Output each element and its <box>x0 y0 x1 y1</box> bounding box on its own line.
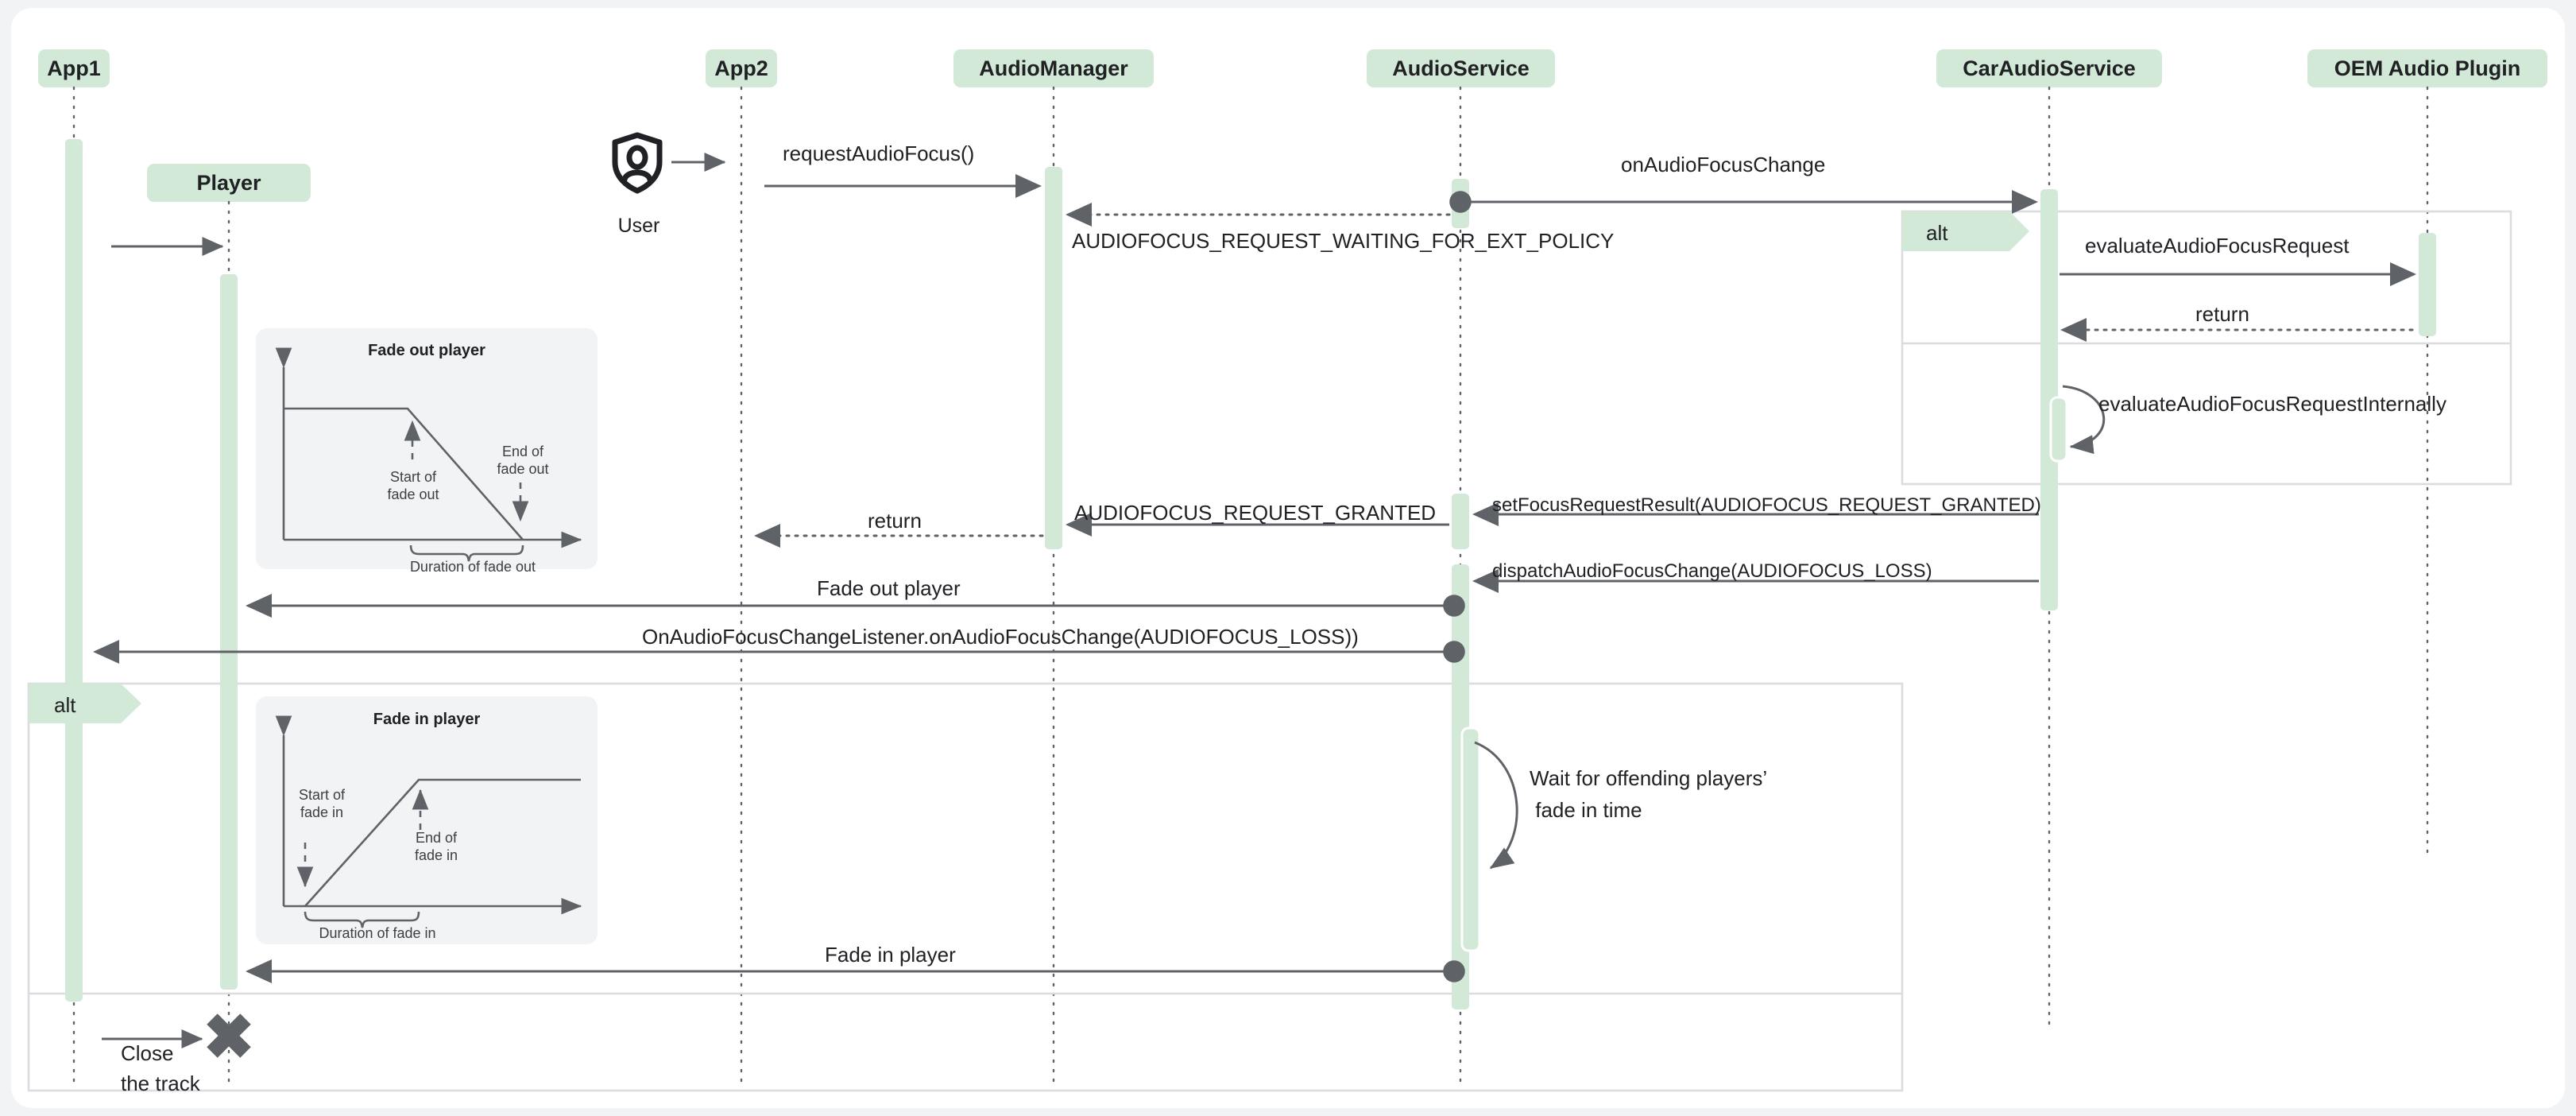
activation-audioservice-1 <box>1452 179 1469 228</box>
message-label-request-audio-focus: requestAudioFocus() <box>783 141 975 165</box>
message-label-dispatch-audio-focus-change: dispatchAudioFocusChange(AUDIOFOCUS_LOSS… <box>1492 560 1932 582</box>
message-label-on-audio-focus-change: onAudioFocusChange <box>1621 153 1826 176</box>
message-label-audiofocus-waiting-ext-policy: AUDIOFOCUS_REQUEST_WAITING_FOR_EXT_POLIC… <box>1072 229 1615 253</box>
note-fade-in-start-line2: fade in <box>300 804 344 820</box>
chart-fade-out <box>275 347 582 562</box>
chart-fade-in-brace <box>304 911 420 928</box>
participant-label: CarAudioService <box>1963 56 2136 80</box>
message-label-evaluate-audio-focus-request-internally: evaluateAudioFocusRequestInternally <box>2098 392 2446 416</box>
note-fade-out-brace-label: Duration of fade out <box>409 559 536 575</box>
activation-audioservice-nested <box>1460 727 1481 952</box>
arrow-evaluate-audio-focus-request-internally <box>2062 385 2105 455</box>
chart-fade-out-curve <box>284 407 524 541</box>
chart-fade-in <box>275 715 582 928</box>
note-fade-in-start-line1: Start of <box>298 787 346 803</box>
activation-audiomanager <box>1045 167 1062 549</box>
message-label-set-focus-request-result: setFocusRequestResult(AUDIOFOCUS_REQUEST… <box>1492 494 2041 516</box>
participant-label: OEM Audio Plugin <box>2334 56 2521 80</box>
note-fade-out-box <box>256 328 598 569</box>
activation-audioservice-2 <box>1452 494 1469 549</box>
actor-label-user: User <box>617 215 660 237</box>
note-fade-in-end-line1: End of <box>415 830 458 846</box>
note-fade-out-start-line1: Start of <box>389 469 437 485</box>
message-label-close-line1: Close <box>121 1041 174 1065</box>
message-label-on-audio-focus-change-listener: OnAudioFocusChangeListener.onAudioFocusC… <box>642 625 1359 649</box>
alt-fragment-oem-frame <box>1901 210 2512 486</box>
note-fade-in-end-line2: fade in <box>414 847 458 863</box>
message-label-audiofocus-request-granted: AUDIOFOCUS_REQUEST_GRANTED <box>1074 501 1437 525</box>
message-label-evaluate-audio-focus-request: evaluateAudioFocusRequest <box>2085 234 2350 258</box>
participant-label: Player <box>196 170 261 195</box>
note-fade-in-brace-label: Duration of fade in <box>319 925 436 941</box>
participant-app2[interactable]: App2 <box>706 49 777 87</box>
message-label-return-audiomanager: return <box>868 509 922 533</box>
user-shield-icon <box>612 132 663 194</box>
participant-label: App1 <box>47 56 101 80</box>
message-label-wait-line1: Wait for offending players’ <box>1530 766 1768 790</box>
note-fade-out-start-line2: fade out <box>387 486 439 502</box>
participant-label: App2 <box>714 56 768 80</box>
alt-fragment-label-fade: alt <box>54 693 76 717</box>
message-label-wait-line2: fade in time <box>1530 798 1642 822</box>
participant-audioservice[interactable]: AudioService <box>1367 49 1555 87</box>
chart-fade-in-curve <box>304 778 581 907</box>
participant-caraudioservice[interactable]: CarAudioService <box>1936 49 2162 87</box>
activation-oemaudioplugin <box>2419 233 2436 336</box>
message-label-return-oem: return <box>2195 302 2249 326</box>
note-fade-in-title: Fade in player <box>373 711 481 728</box>
activation-player <box>220 274 238 990</box>
participant-app1[interactable]: App1 <box>38 49 110 87</box>
message-label-close-line2: the track <box>121 1071 200 1095</box>
participant-player[interactable]: Player <box>147 164 311 202</box>
message-label-fade-out-player: Fade out player <box>817 576 961 600</box>
note-fade-in-box <box>256 696 598 944</box>
chart-fade-out-brace <box>409 544 524 562</box>
activation-caraudioservice <box>2040 189 2058 610</box>
activation-caraudioservice-nested <box>2049 396 2068 463</box>
alt-tag-fade <box>29 684 141 723</box>
participant-audiomanager[interactable]: AudioManager <box>953 49 1154 87</box>
note-fade-out-title: Fade out player <box>368 342 485 359</box>
participant-oemaudioplugin[interactable]: OEM Audio Plugin <box>2307 49 2547 87</box>
participant-label: AudioService <box>1392 56 1530 80</box>
alt-fragment-fade-frame <box>27 682 1904 1092</box>
alt-tag-oem <box>1902 211 2029 251</box>
note-fade-out-end-line1: End of <box>501 444 544 459</box>
alt-fragment-label-oem: alt <box>1926 221 1948 245</box>
destroy-x-icon <box>207 1013 251 1058</box>
participant-label: AudioManager <box>979 56 1128 80</box>
message-label-fade-in-player: Fade in player <box>825 943 956 967</box>
activation-app1 <box>65 139 83 1002</box>
arrow-wait-for-fade-in <box>1474 741 1518 870</box>
note-fade-out-end-line2: fade out <box>497 461 549 477</box>
